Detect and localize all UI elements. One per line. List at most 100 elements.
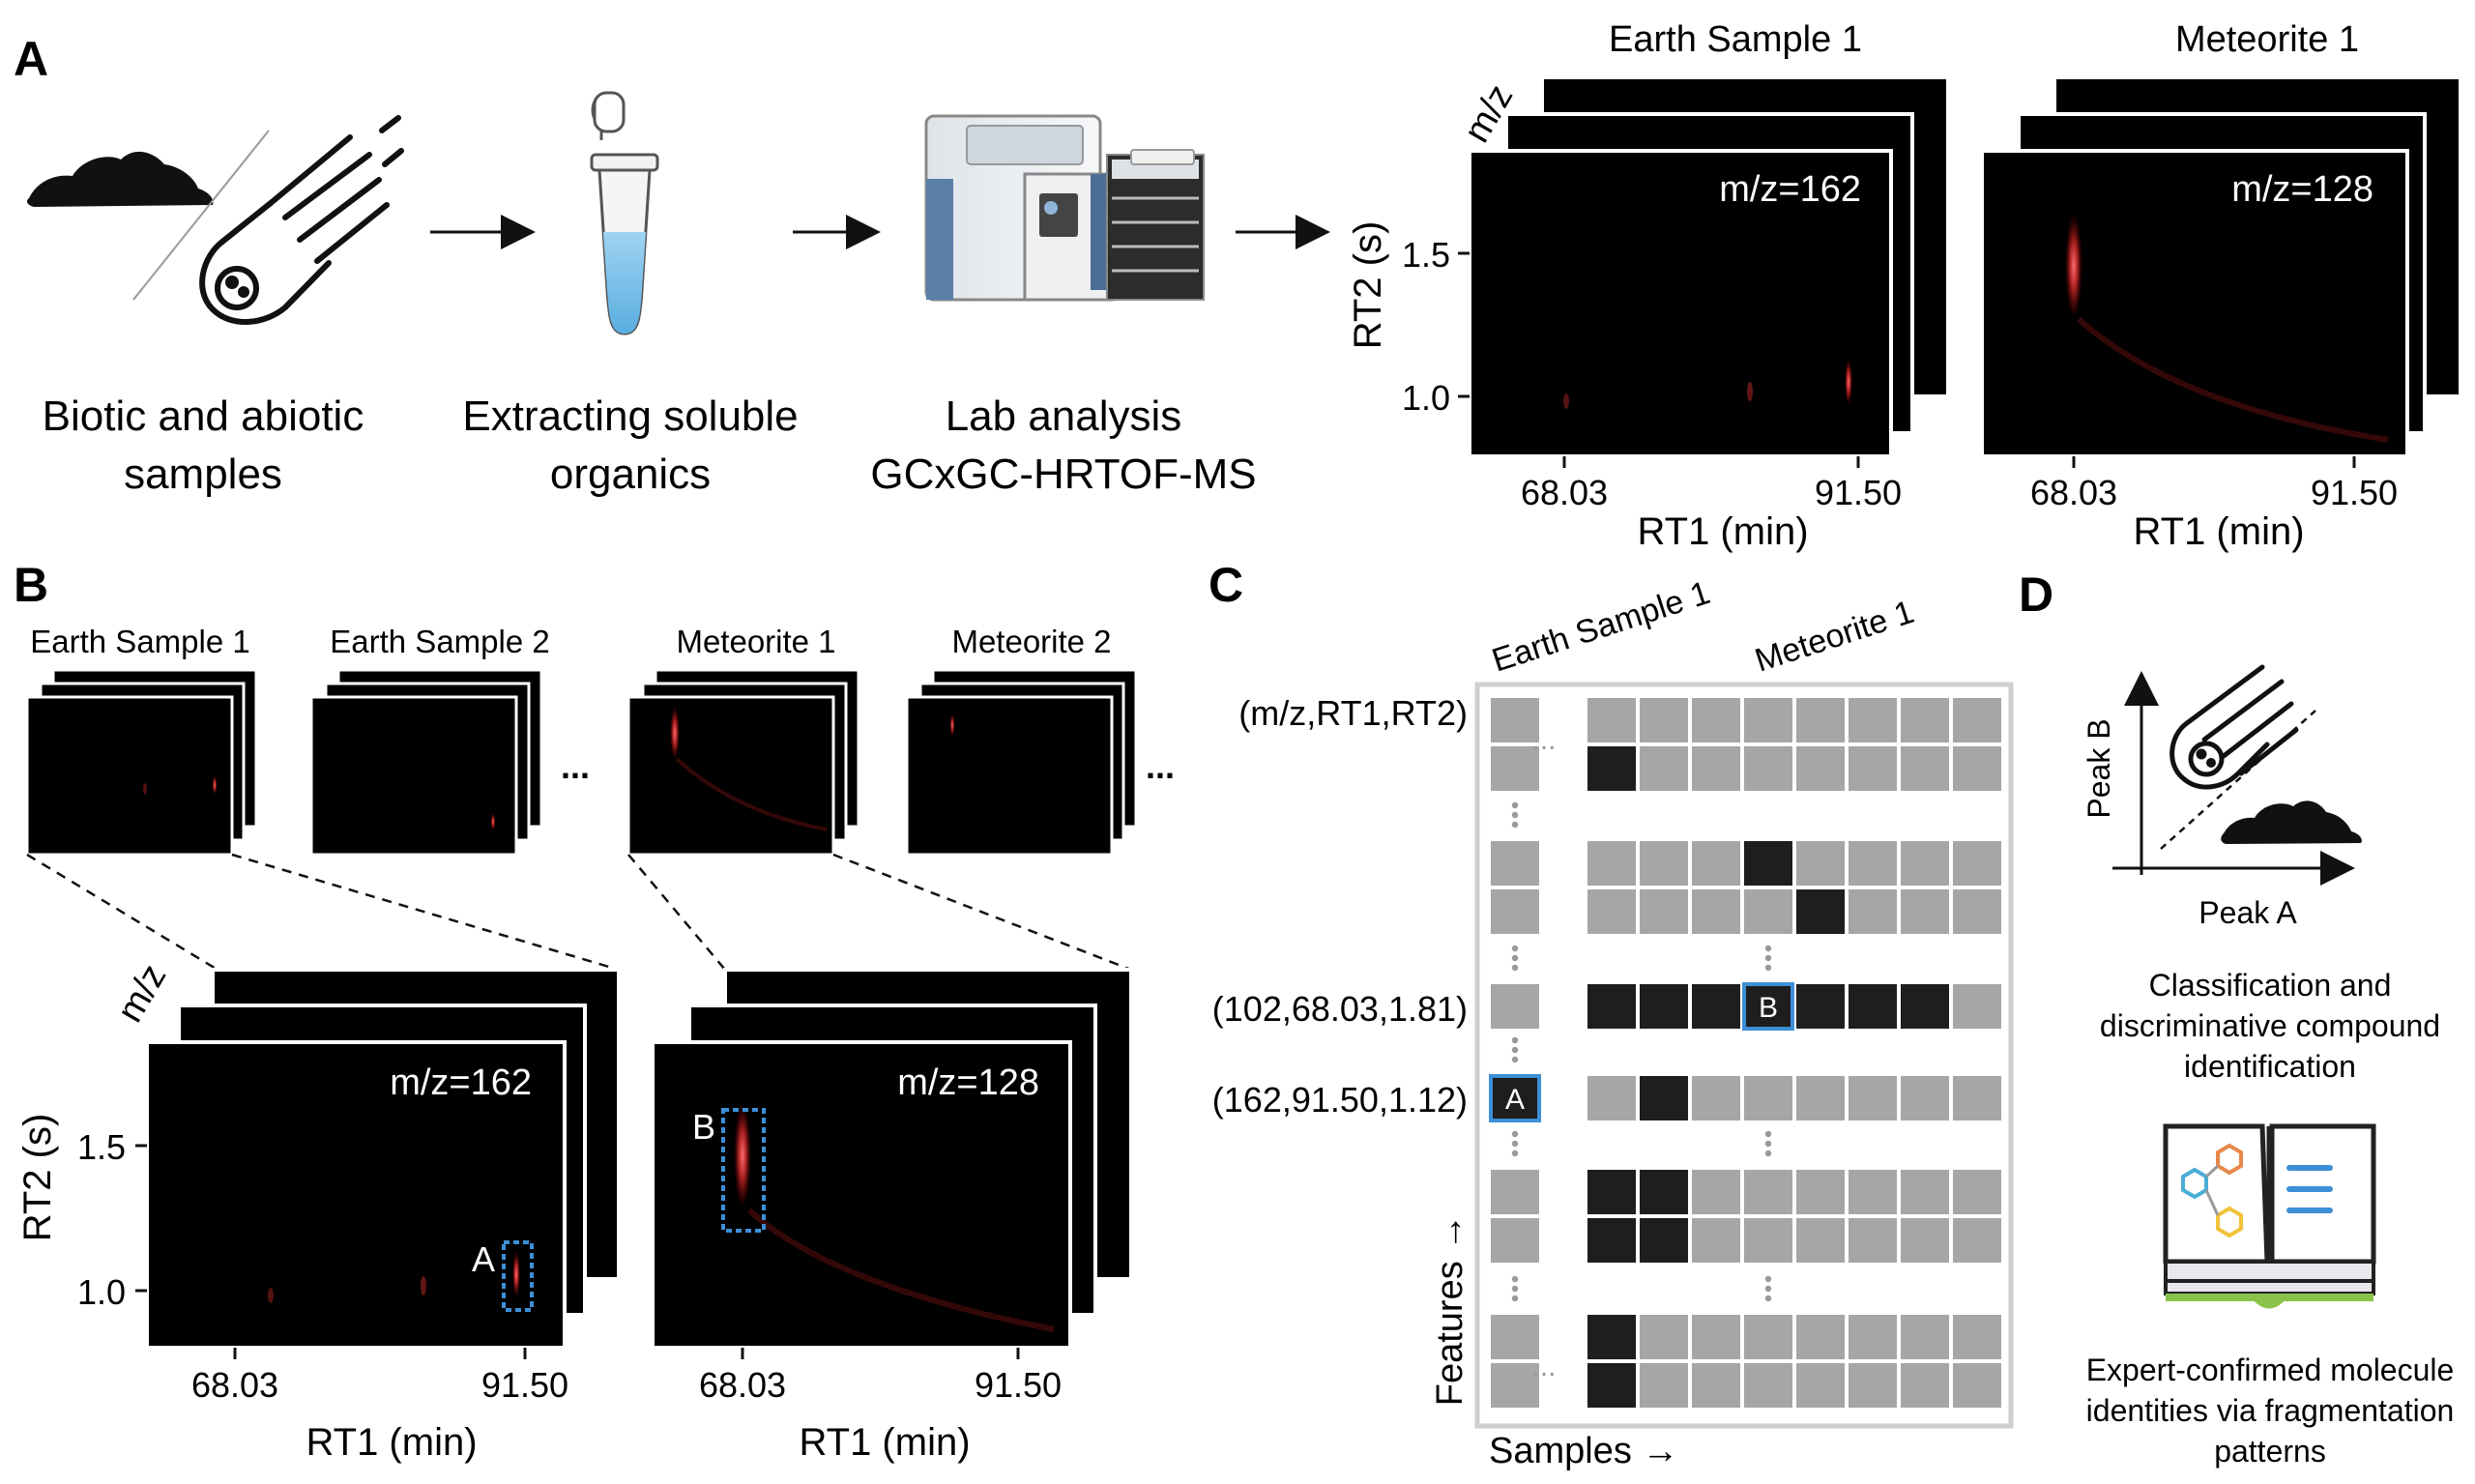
- matrix-cell: [1901, 1363, 1949, 1408]
- matrix-cell: [1491, 698, 1539, 742]
- ellipsis-dot: [1511, 1046, 1519, 1054]
- zoom-line-meteorite-left: [627, 854, 726, 971]
- matrix-cell: [1796, 1218, 1845, 1263]
- matrix-cell: [1640, 889, 1688, 934]
- matrix-cell: [1901, 698, 1949, 742]
- matrix-cell: [1744, 889, 1792, 934]
- ellipsis-dot: [1511, 1285, 1519, 1293]
- panel-label-b: B: [14, 558, 48, 612]
- matrix-col-header-meteorite: Meteorite 1: [1751, 594, 1919, 680]
- stack-a-meteorite-peak: [2065, 213, 2082, 319]
- samples-axis-label: Samples →: [1489, 1431, 1678, 1471]
- step2-caption-line1: Extracting soluble: [462, 393, 798, 440]
- mini-stack-meteorite-2: [905, 668, 1138, 857]
- stack-b-rt1-tick-left-label: 68.03: [191, 1365, 278, 1405]
- matrix-ellipsis-dots: ......: [1511, 724, 1772, 1382]
- panel-b-ellipsis-2: ...: [1146, 746, 1175, 786]
- peak-a-label: A: [472, 1239, 495, 1279]
- stack-b-meteorite-peak: [734, 1102, 751, 1208]
- matrix-cell: [1849, 889, 1897, 934]
- matrix-row-label-162: (162,91.50,1.12): [1212, 1080, 1468, 1120]
- soil-pile-icon: [26, 151, 214, 207]
- matrix-cell-label-a: A: [1505, 1084, 1525, 1116]
- ellipsis-dot: [1511, 945, 1519, 952]
- matrix-cell-present: [1796, 984, 1845, 1029]
- step2-caption-line2: organics: [550, 451, 711, 498]
- stack-b-earth-speck-2: [268, 1288, 274, 1303]
- matrix-cell: [1849, 841, 1897, 886]
- matrix-cell: [1849, 1218, 1897, 1263]
- ellipsis-dot: [1764, 1140, 1772, 1148]
- feature-matrix: BA: [1489, 698, 2001, 1408]
- stack-b-rt1-tick-right-label: 91.50: [481, 1365, 568, 1405]
- ellipsis-dot: [1511, 1140, 1519, 1148]
- matrix-cell-feature-a: [1489, 1074, 1541, 1122]
- stack-b-earth-mz-label: m/z: [109, 957, 174, 1029]
- classification-caption-line2: discriminative compound: [2100, 1008, 2440, 1043]
- matrix-cell-present: [1640, 1170, 1688, 1214]
- matrix-cell: [1744, 1363, 1792, 1408]
- ellipsis-dot: [1511, 1149, 1519, 1157]
- ellipsis-dot: [1764, 1295, 1772, 1302]
- matrix-cell: [1901, 1076, 1949, 1120]
- matrix-horizontal-ellipsis: ...: [1531, 1351, 1556, 1382]
- stack-b-earth-mz-value: m/z=162: [390, 1062, 532, 1103]
- stack-a-earth: Earth Sample 1 m/z m/z=162 RT2 (s) 1.5 1…: [1347, 19, 1950, 553]
- soil-class-icon: [2221, 800, 2362, 844]
- matrix-cell: [1953, 746, 2001, 791]
- ellipsis-dot: [1764, 954, 1772, 962]
- stack-a-earth-speck-2: [1563, 393, 1569, 409]
- ellipsis-dot: [1511, 811, 1519, 819]
- matrix-cell: [1953, 1363, 2001, 1408]
- matrix-cell: [1901, 1218, 1949, 1263]
- matrix-cell: [1587, 889, 1636, 934]
- matrix-cell: [1901, 1170, 1949, 1214]
- matrix-cell: [1796, 841, 1845, 886]
- panel-b-sample-title-1: Earth Sample 1: [30, 624, 249, 659]
- ellipsis-dot: [1511, 1056, 1519, 1063]
- matrix-cell: [1692, 1363, 1740, 1408]
- sample-tube-icon: [590, 91, 659, 335]
- matrix-cell: [1744, 1076, 1792, 1120]
- ellipsis-dot: [1511, 1275, 1519, 1283]
- stack-a-meteorite: Meteorite 1 m/z=128 68.03 91.50 RT1 (min…: [1980, 19, 2462, 553]
- ellipsis-dot: [1511, 801, 1519, 809]
- matrix-cell: [1692, 841, 1740, 886]
- ellipsis-dot: [1764, 1275, 1772, 1283]
- matrix-cell: [1692, 1170, 1740, 1214]
- matrix-cell-present: [1796, 889, 1845, 934]
- matrix-cell: [1744, 1315, 1792, 1359]
- stack-a-rt1-tick-left-label: 68.03: [1521, 473, 1608, 512]
- matrix-cell: [1692, 1218, 1740, 1263]
- matrix-cell: [1796, 1315, 1845, 1359]
- stack-a-rt2-tick-high-label: 1.5: [1402, 235, 1450, 275]
- stack-a-rt1-axis-label: RT1 (min): [1637, 510, 1808, 553]
- matrix-cell: [1953, 1315, 2001, 1359]
- ellipsis-dot: [1764, 1130, 1772, 1138]
- matrix-cell-present: [1587, 746, 1636, 791]
- panel-b-sample-title-2: Earth Sample 2: [330, 624, 549, 659]
- matrix-cell: [1587, 841, 1636, 886]
- matrix-cell-present: [1640, 984, 1688, 1029]
- divider-line: [132, 130, 270, 301]
- matrix-cell: [1849, 746, 1897, 791]
- ellipsis-dot: [1764, 964, 1772, 972]
- matrix-cell-present: [1744, 841, 1792, 886]
- matrix-cell: [1849, 1170, 1897, 1214]
- matrix-cell: [1692, 1315, 1740, 1359]
- mini-stack-meteorite-1: [626, 668, 860, 857]
- expert-caption-line3: patterns: [2214, 1434, 2326, 1469]
- matrix-cell-present: [1849, 984, 1897, 1029]
- ellipsis-dot: [1764, 1149, 1772, 1157]
- stack-a-meteorite-rt1-axis-label: RT1 (min): [2133, 510, 2304, 553]
- stack-b-meteorite-rt1-axis-label: RT1 (min): [799, 1421, 970, 1464]
- matrix-cell-feature-b: [1742, 982, 1794, 1031]
- ellipsis-dot: [1511, 954, 1519, 962]
- matrix-cell: [1953, 841, 2001, 886]
- panel-label-a: A: [14, 32, 48, 86]
- stack-a-earth-mz-value: m/z=162: [1719, 169, 1861, 210]
- step3-caption-line1: Lab analysis: [946, 393, 1182, 440]
- zoom-line-meteorite-right: [832, 853, 1132, 972]
- matrix-cell: [1901, 841, 1949, 886]
